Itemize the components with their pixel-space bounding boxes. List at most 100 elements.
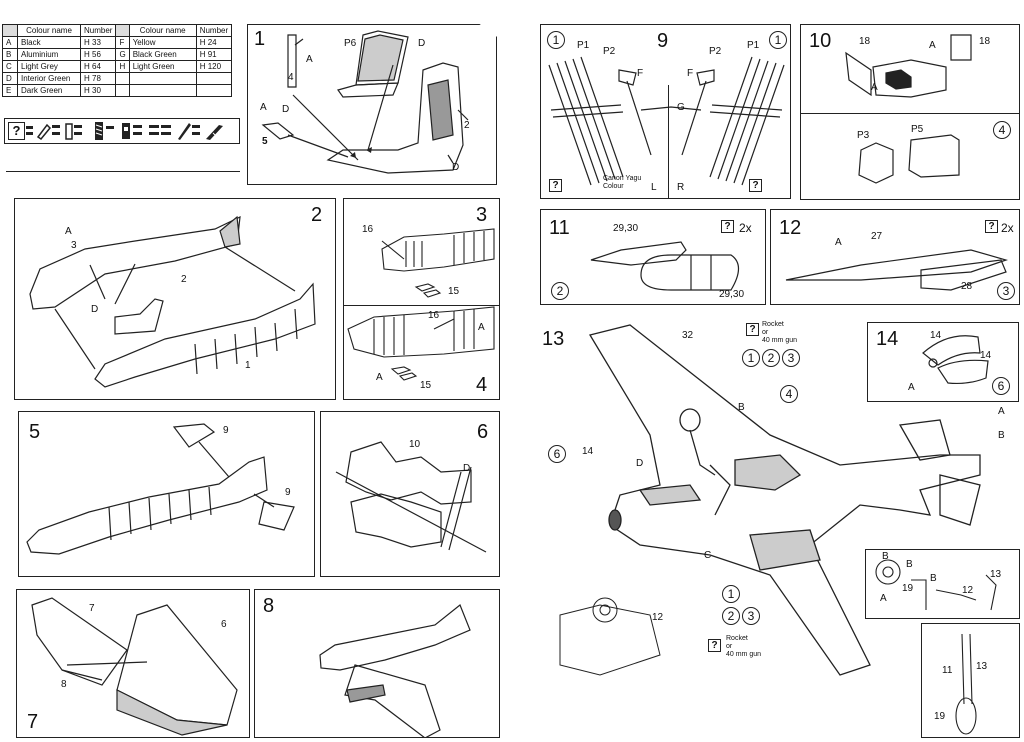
note-text: or — [726, 643, 733, 650]
part-label: 14 — [582, 446, 594, 457]
part-label: 11 — [942, 665, 953, 676]
step-number: 14 — [876, 328, 899, 350]
part-label: P2 — [709, 46, 722, 57]
part-label: P5 — [911, 124, 924, 135]
table-cell: B — [2, 48, 18, 61]
part-label: P6 — [344, 38, 357, 49]
part-label: A — [65, 226, 72, 237]
part-label: B — [998, 430, 1005, 441]
table-header-cell: Number — [79, 24, 117, 37]
step-10-panel: 10 18 A 18 A P3 P5 4 — [800, 24, 1020, 200]
table-cell: Aluminium — [17, 48, 81, 61]
step-3-4-panel: 3 4 16 15 16 A A 15 — [343, 198, 500, 400]
step-ref-circle: 1 — [742, 349, 760, 367]
part-label: 29,30 — [719, 289, 745, 300]
step-ref-circle: 3 — [782, 349, 800, 367]
table-cell: A — [2, 36, 18, 49]
part-label: 2 — [181, 274, 187, 285]
part-label: 8 — [61, 679, 67, 690]
table-cell: H 56 — [79, 48, 117, 61]
table-cell — [128, 84, 197, 97]
part-label: 15 — [420, 380, 432, 391]
table-cell: Black — [17, 36, 81, 49]
step-2-panel: 2 A 3 2 D 1 — [14, 198, 336, 400]
radiator-drawing — [335, 441, 487, 553]
colour-table-header: Colour name Number Colour name Number — [2, 24, 233, 37]
step-ref-circle: 2 — [722, 607, 740, 625]
step-ref-circle: 4 — [780, 385, 798, 403]
part-label: 2 — [464, 120, 470, 131]
part-label: 4 — [288, 72, 294, 83]
part-label: 7 — [89, 603, 95, 614]
question-icon: ? — [721, 220, 734, 233]
part-label: 5 — [262, 136, 268, 147]
step-number: 10 — [809, 30, 832, 52]
part-label: P1 — [747, 40, 760, 51]
table-cell: H 78 — [79, 72, 117, 85]
table-cell — [195, 72, 233, 85]
note-text: Rocket — [726, 635, 748, 642]
table-cell — [195, 84, 233, 97]
part-label: B — [738, 402, 745, 413]
step-number: 11 — [549, 217, 570, 239]
part-label: L — [651, 182, 657, 193]
cut-icon — [175, 121, 201, 141]
table-cell: H — [115, 60, 130, 73]
table-header-cell — [115, 24, 130, 37]
step-ref-circle: 3 — [742, 607, 760, 625]
seat-bulkhead-drawing — [261, 30, 469, 174]
part-label: A — [835, 237, 842, 248]
step-9-panel: 9 1 1 P1 P2 F P2 P1 F G ? ? Canon Yagu C… — [540, 24, 791, 199]
table-cell: H 91 — [195, 48, 233, 61]
table-cell — [115, 72, 130, 85]
table-cell: Interior Green — [17, 72, 81, 85]
table-cell: F — [115, 36, 130, 49]
part-label: A — [376, 372, 383, 383]
part-label: 28 — [961, 281, 973, 292]
table-cell: C — [2, 60, 18, 73]
part-label: A — [929, 40, 936, 51]
note-text: 40 mm gun — [726, 651, 762, 658]
paint-icon — [35, 121, 61, 141]
step-ref-circle: 3 — [997, 282, 1015, 300]
part-label: B — [930, 573, 937, 584]
step-14-panel: 14 14 14 A 6 — [867, 322, 1019, 402]
table-header-cell: Colour name — [17, 24, 81, 37]
table-cell — [128, 72, 197, 85]
step-number: 2 — [311, 204, 323, 226]
step-number: 9 — [657, 30, 669, 52]
part-label: D — [418, 38, 426, 49]
table-cell: G — [115, 48, 130, 61]
part-label: A — [908, 382, 915, 393]
rocket-drawing — [785, 249, 1009, 291]
table-cell: H 64 — [79, 60, 117, 73]
step-ref-circle: 1 — [722, 585, 740, 603]
step-number: 12 — [779, 217, 802, 239]
step-11-panel: 11 29,30 ? 2x 2 29,30 — [540, 209, 766, 305]
symbol-legend: ? — [4, 118, 240, 144]
note-text: Rocket — [762, 321, 784, 328]
part-label: 6 — [221, 619, 227, 630]
step-number: 7 — [27, 711, 39, 733]
glue-icon — [63, 121, 89, 141]
part-label: 19 — [902, 583, 914, 594]
step-number: 5 — [29, 421, 41, 443]
part-label: 14 — [930, 330, 942, 341]
step-ref-circle: 2 — [551, 282, 569, 300]
step-ref-circle: 4 — [993, 121, 1011, 139]
part-label: G — [677, 102, 685, 113]
step-8-panel: 8 — [254, 589, 500, 738]
step-ref-circle: 6 — [548, 445, 566, 463]
step-number: 6 — [477, 421, 489, 443]
step-number: 4 — [476, 374, 488, 396]
part-label: 13 — [990, 569, 1002, 580]
part-label: A — [871, 82, 878, 93]
table-header-cell — [2, 24, 18, 37]
step-ref-circle: 1 — [547, 31, 565, 49]
gear-leg-detail-panel: 11 13 19 — [921, 623, 1020, 738]
radio-detail-drawing — [845, 34, 972, 184]
note-text: Canon Yagu Colour — [603, 175, 642, 190]
drill-icon — [147, 121, 173, 141]
